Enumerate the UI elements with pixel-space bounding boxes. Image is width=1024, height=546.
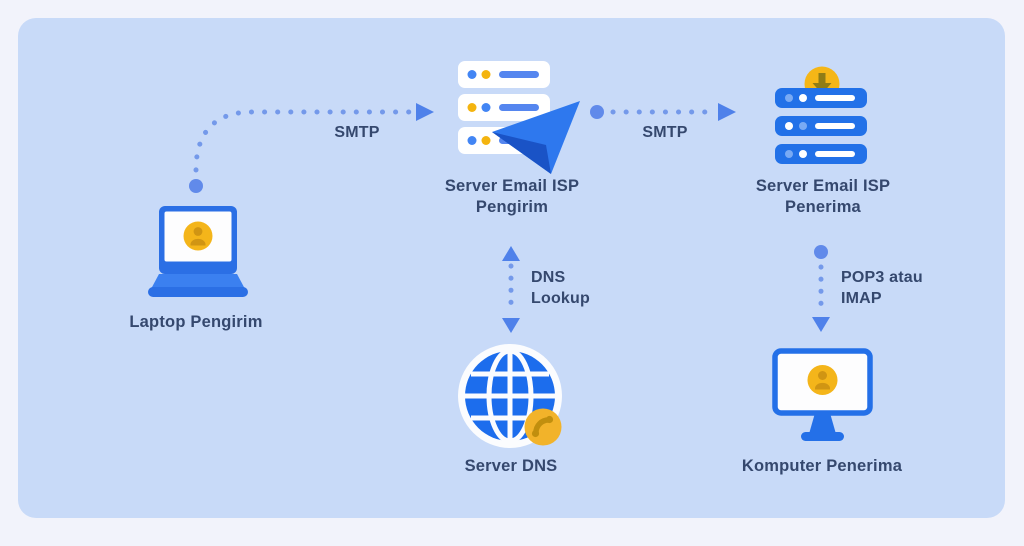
dns-lookup-label-line2: Lookup (531, 290, 590, 307)
pop3-imap-label-line1: POP3 atau (841, 269, 923, 286)
laptop-user-icon (148, 206, 248, 297)
server-pengirim-label-line1: Server Email ISP (444, 177, 580, 195)
server-penerima-label-line1: Server Email ISP (755, 177, 891, 195)
pop3-imap-arrow (812, 245, 830, 332)
smtp-arrow-1 (189, 103, 434, 193)
globe-phone-icon (458, 344, 562, 448)
phone-badge-icon (524, 408, 562, 446)
server-pengirim-label-line2: Pengirim (475, 198, 549, 216)
server-penerima-label-line2: Penerima (785, 198, 861, 216)
dns-lookup-label: DNS Lookup (531, 267, 651, 309)
smtp-arrow-2 (590, 103, 736, 121)
laptop-pengirim-label: Laptop Pengirim (129, 313, 263, 331)
dns-lookup-arrow (502, 246, 520, 333)
server-download-icon (775, 66, 867, 164)
server-penerima-label: Server Email ISP Penerima (723, 176, 923, 218)
server-pengirim-label: Server Email ISP Pengirim (412, 176, 612, 218)
smtp-2-label: SMTP (642, 124, 688, 141)
pop3-imap-label-line2: IMAP (841, 290, 882, 307)
server-send-icon (458, 61, 580, 174)
dns-lookup-label-line1: DNS (531, 269, 566, 286)
paper-plane-icon (492, 101, 580, 174)
komputer-penerima-label: Komputer Penerima (741, 457, 903, 475)
server-dns-label: Server DNS (464, 457, 558, 475)
desktop-user-icon (772, 348, 873, 441)
smtp-1-label: SMTP (334, 124, 380, 141)
pop3-imap-label: POP3 atau IMAP (841, 267, 971, 309)
